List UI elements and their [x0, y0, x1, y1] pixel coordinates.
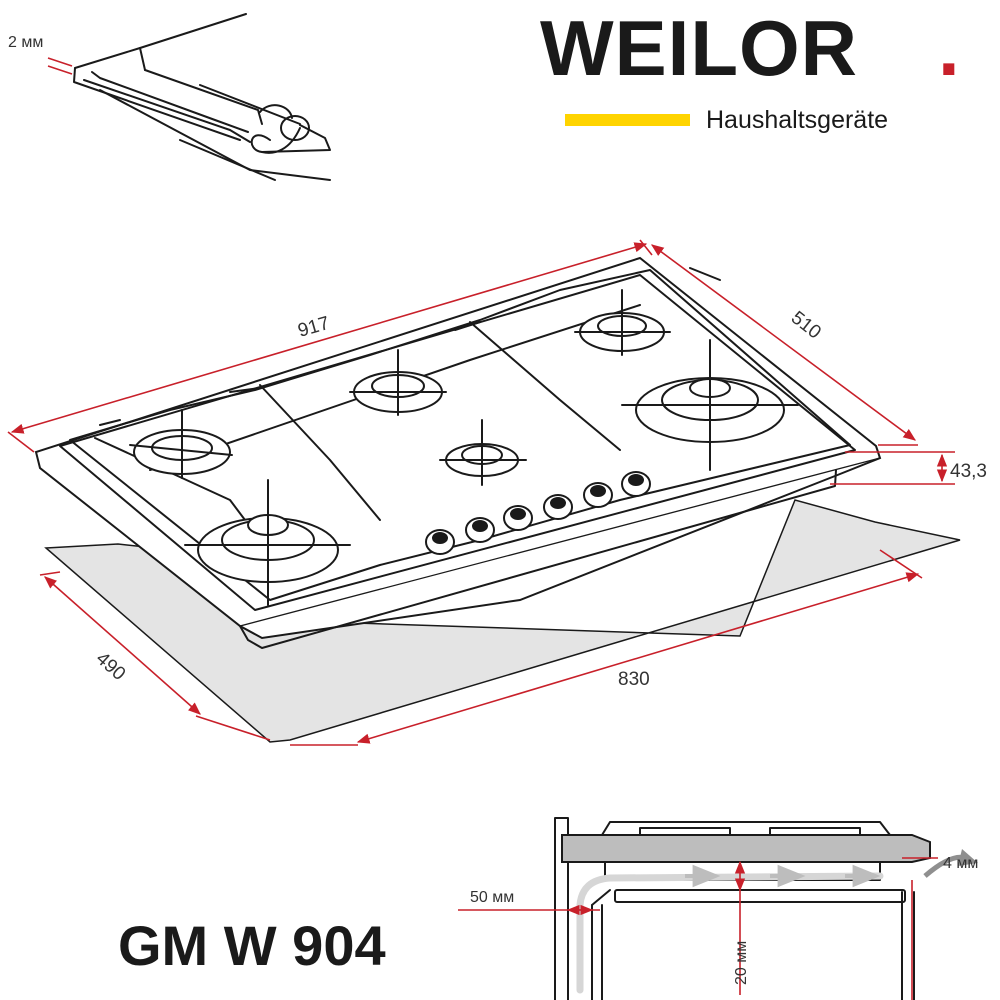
- control-knobs: [425, 471, 651, 555]
- width-label: 917: [296, 313, 332, 342]
- brand-name: WEILOR: [540, 4, 858, 92]
- airflow-arrows: [576, 849, 978, 994]
- knob-6: [621, 471, 651, 497]
- dimension-cutout-width: 830: [290, 549, 923, 746]
- brand-logo: WEILOR . Haushaltsgeräte: [540, 4, 960, 134]
- knob-5: [583, 482, 613, 508]
- seal-thickness-label: 2 мм: [8, 34, 43, 51]
- installation-section: 50 мм 20 мм 4 мм: [458, 817, 978, 1000]
- wall-gap-label: 50 мм: [470, 889, 514, 906]
- knob-3: [503, 505, 533, 531]
- burner-front-left-wok: [184, 479, 351, 606]
- edge-offset-label: 4 мм: [943, 855, 978, 872]
- seal-detail: 2 мм: [8, 13, 331, 181]
- brand-accent-bar: [565, 114, 690, 126]
- brand-dot: .: [938, 4, 960, 92]
- height-label: 43,3: [950, 461, 987, 482]
- brand-tagline: Haushaltsgeräte: [706, 106, 888, 134]
- burner-front-center: [439, 419, 527, 486]
- model-name: GM W 904: [118, 914, 386, 977]
- bottom-gap-label: 20 мм: [733, 941, 750, 985]
- cutout-width-label: 830: [618, 669, 650, 690]
- knob-1: [425, 529, 455, 555]
- knob-4: [543, 494, 573, 520]
- depth-label: 510: [787, 307, 825, 343]
- knob-2: [465, 517, 495, 543]
- cutout-depth-label: 490: [92, 648, 130, 685]
- dimension-height: 43,3: [830, 451, 987, 485]
